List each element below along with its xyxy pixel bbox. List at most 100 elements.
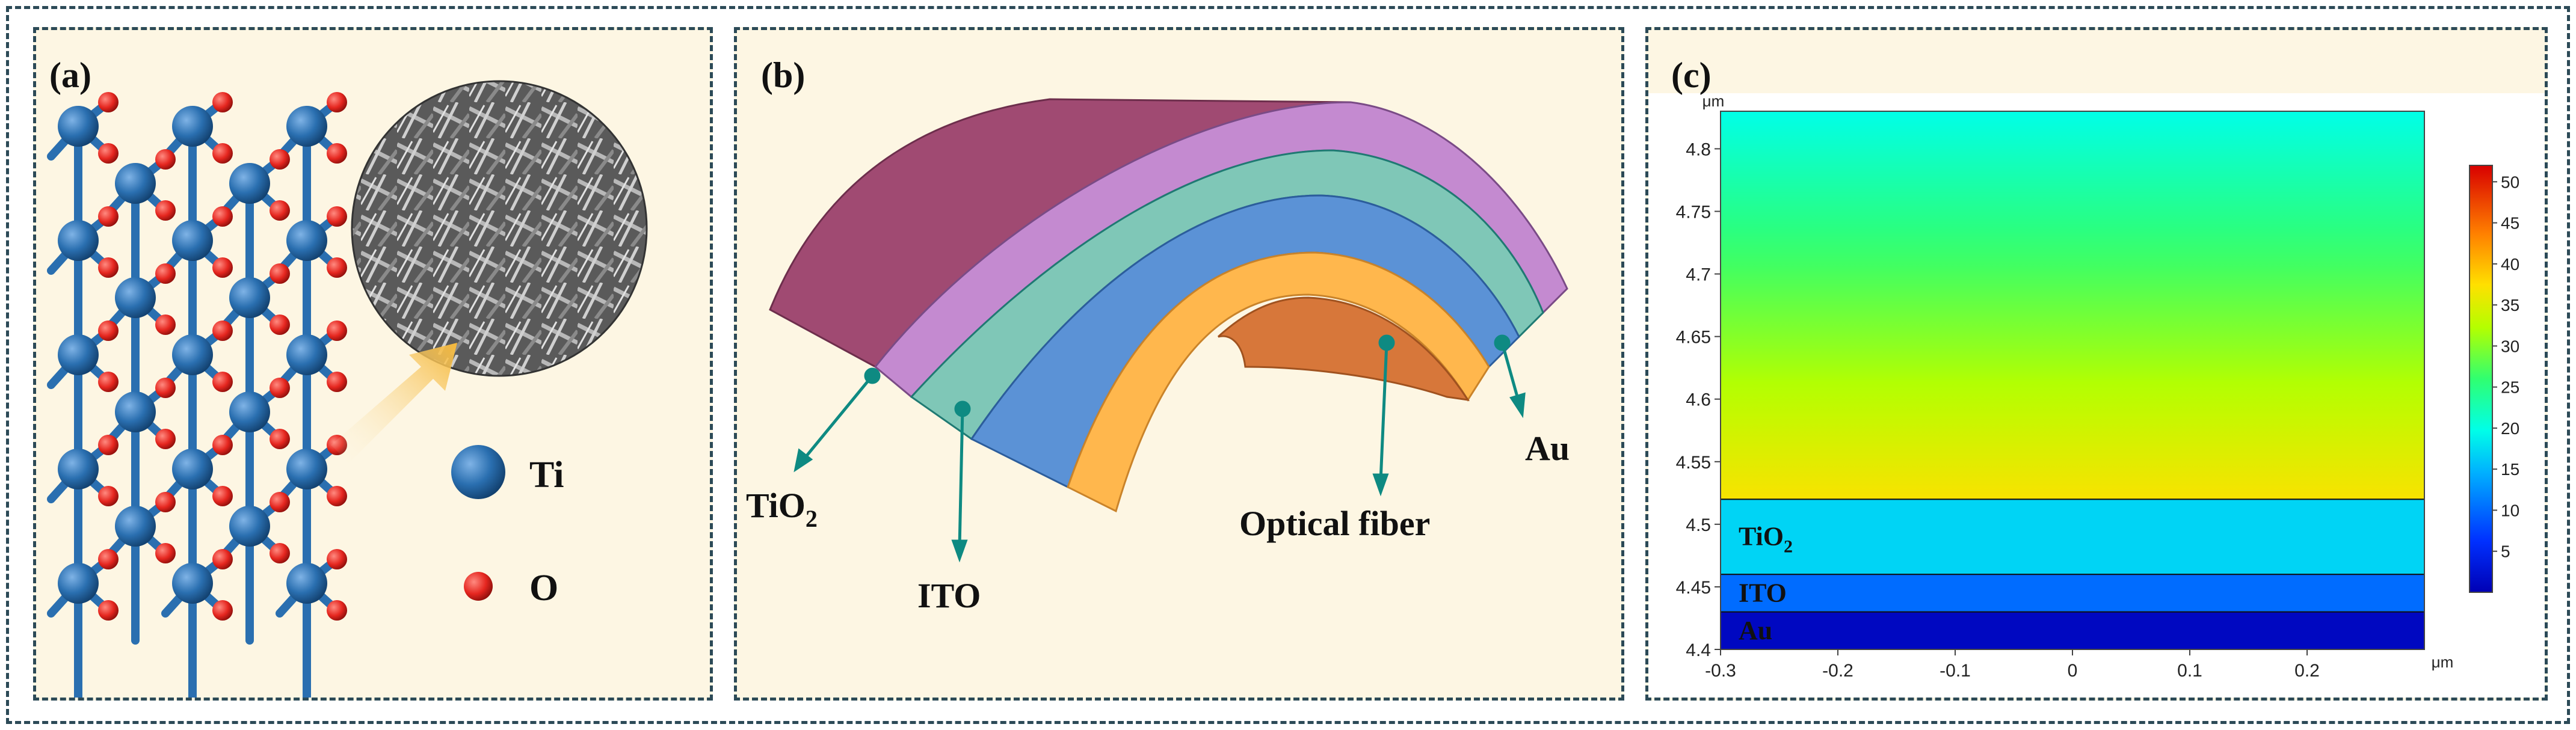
ti-atom	[286, 106, 327, 147]
x-tick-label: -0.1	[1940, 661, 1971, 681]
o-atom	[327, 486, 347, 506]
o-atom	[98, 549, 119, 569]
o-legend-label: O	[529, 568, 558, 609]
optical-fiber-core	[1217, 296, 1470, 401]
o-atom	[212, 486, 233, 506]
o-atom	[155, 314, 176, 335]
o-atom	[327, 257, 347, 278]
o-atom	[98, 600, 119, 621]
panel-c-label: (c)	[1671, 55, 1712, 95]
sem-image-border	[351, 80, 648, 377]
y-tick-label: 4.65	[1676, 328, 1711, 348]
ti-atom	[58, 449, 99, 489]
o-atom	[327, 321, 347, 341]
o-atom	[212, 372, 233, 392]
ti-atom	[286, 334, 327, 375]
o-atom	[155, 429, 176, 449]
o-atom	[270, 543, 290, 563]
o-atom	[98, 372, 119, 392]
colorbar-tick-label: 20	[2501, 419, 2519, 438]
tio2-region-label: TiO2	[1739, 522, 1793, 557]
y-tick-label: 4.8	[1686, 140, 1711, 159]
x-tick-label: 0	[2068, 661, 2078, 681]
o-atom	[327, 549, 347, 569]
tio2-callout: TiO2	[746, 486, 818, 532]
panel-b-label: (b)	[761, 55, 805, 95]
ti-atom	[115, 277, 156, 318]
colorbar-tick-label: 25	[2501, 378, 2519, 397]
tio2-crystal-structure	[47, 92, 347, 698]
x-tick-label: 0.2	[2294, 661, 2320, 681]
o-atom	[98, 143, 119, 164]
ti-atom	[172, 106, 213, 147]
region-tio2	[1720, 498, 2425, 575]
y-tick-label: 4.55	[1676, 453, 1711, 473]
ti-atom	[58, 106, 99, 147]
ti-atom	[286, 449, 327, 489]
o-atom	[212, 435, 233, 455]
ti-legend-icon	[451, 445, 505, 499]
o-atom	[155, 492, 176, 512]
o-atom	[98, 92, 119, 112]
o-atom	[270, 314, 290, 335]
heatmap-canvas: (c) TiO2ITOAu4.44.454.54.554.64.654.74.7…	[1648, 30, 2545, 698]
ti-atom	[229, 163, 270, 204]
region-ito	[1720, 574, 2425, 613]
o-atom	[98, 321, 119, 341]
o-atom	[327, 143, 347, 164]
heatmap-plot: TiO2ITOAu4.44.454.54.554.64.654.74.754.8…	[1676, 92, 2520, 681]
au-region-label: Au	[1739, 616, 1772, 645]
o-atom	[155, 263, 176, 284]
o-atom	[212, 257, 233, 278]
o-atom	[327, 600, 347, 621]
colorbar-tick-label: 50	[2501, 173, 2519, 191]
panel-a-label: (a)	[49, 55, 91, 95]
sem-image	[352, 81, 647, 376]
zoom-arrow	[331, 343, 457, 463]
y-tick-label: 4.4	[1686, 640, 1711, 660]
o-atom	[212, 143, 233, 164]
ti-atom	[286, 220, 327, 261]
o-atom	[155, 149, 176, 170]
o-atom	[212, 321, 233, 341]
au-layer	[1067, 251, 1490, 513]
o-atom	[270, 378, 290, 398]
panel-b-canvas: (b) TiO2 ITO Optical fiber	[746, 55, 1570, 615]
o-atom	[155, 200, 176, 221]
y-tick-label: 4.6	[1686, 390, 1711, 410]
ti-atom	[58, 334, 99, 375]
x-tick-label: -0.3	[1705, 661, 1736, 681]
panel-b: (b) TiO2 ITO Optical fiber	[734, 27, 1624, 701]
region-analyte	[1720, 111, 2425, 500]
x-tick-label: -0.2	[1822, 661, 1853, 681]
o-atom	[270, 492, 290, 512]
ito-region-label: ITO	[1739, 578, 1787, 607]
y-axis-unit: μm	[1702, 92, 1725, 110]
o-atom	[270, 263, 290, 284]
o-atom	[98, 206, 119, 227]
ti-atom	[115, 506, 156, 547]
ti-atom	[172, 449, 213, 489]
o-atom	[98, 257, 119, 278]
ti-atom	[172, 563, 213, 604]
o-atom	[327, 92, 347, 112]
o-atom	[212, 600, 233, 621]
y-tick-label: 4.5	[1686, 515, 1711, 535]
colorbar-tick-label: 45	[2501, 214, 2519, 233]
ti-atom	[172, 334, 213, 375]
o-atom	[327, 206, 347, 227]
ti-atom	[58, 220, 99, 261]
ti-legend-label: Ti	[529, 455, 564, 495]
o-atom	[212, 206, 233, 227]
colorbar-tick-label: 5	[2501, 542, 2510, 561]
au-callout: Au	[1525, 429, 1570, 468]
o-atom	[270, 200, 290, 221]
y-tick-label: 4.7	[1686, 265, 1711, 285]
colorbar	[2469, 165, 2493, 593]
x-axis-unit: μm	[2432, 653, 2454, 671]
optical-fiber-callout: Optical fiber	[1239, 504, 1430, 543]
ti-atom	[286, 563, 327, 604]
o-atom	[327, 372, 347, 392]
o-atom	[270, 149, 290, 170]
y-tick-label: 4.45	[1676, 578, 1711, 598]
